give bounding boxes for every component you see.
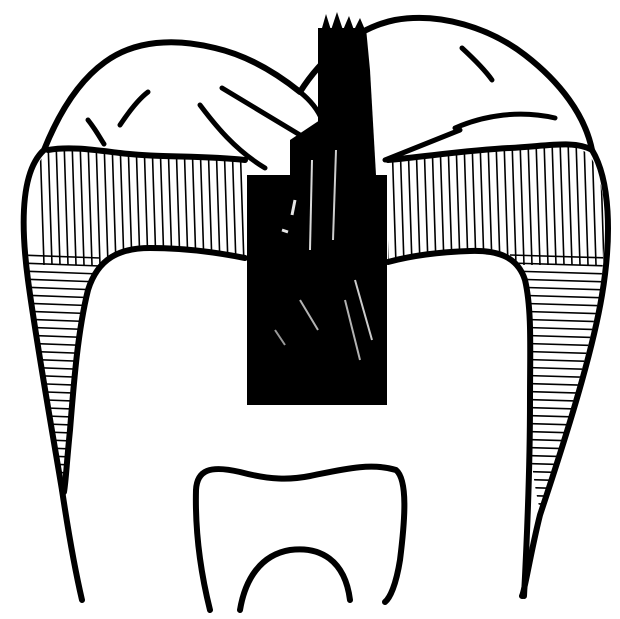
enamel-hatch-line [510,479,610,482]
pulp-chamber [196,467,405,610]
enamel-hatch-line [20,271,100,274]
enamel-hatch-line [520,140,524,265]
enamel-hatch-line [80,140,84,265]
enamel-hatch-line [120,140,124,265]
enamel-hatch-line [510,367,610,370]
enamel-hatch-line [20,399,100,402]
enamel-hatch-line [510,495,610,498]
enamel-hatch-line [510,407,610,410]
enamel-hatch-line [504,140,508,265]
enamel-hatch-line [560,140,564,265]
enamel-hatch-line [488,140,492,265]
enamel-hatch-line [104,140,108,265]
enamel-hatch-line [510,391,610,394]
enamel-hatch-line [510,399,610,402]
enamel-hatch-line [510,383,610,386]
enamel-hatch-line [72,140,76,265]
enamel-hatch-line [20,351,100,354]
enamel-hatch-line [544,140,548,265]
enamel-hatch-line [584,140,588,265]
crown-outline-left-lower [62,490,82,600]
enamel-hatch-line [510,423,610,426]
enamel-hatch-line [510,439,610,442]
enamel-hatch-line [20,407,100,410]
enamel-hatch-line [510,463,610,466]
cusp-mark-left [88,120,104,144]
enamel-hatch-line [568,140,572,265]
enamel-hatch-line [20,511,100,514]
enamel-hatch-line [510,415,610,418]
enamel-hatch-line [510,359,610,362]
enamel-hatch-line [20,439,100,442]
enamel-hatch-line [600,140,604,265]
enamel-hatch-line [510,343,610,346]
cusp-mark-left-2 [120,92,148,125]
enamel-hatch-line [510,431,610,434]
dentin-boundary-left [64,248,245,492]
enamel-hatch-line [432,140,436,265]
enamel-hatch-line [512,140,516,265]
enamel-hatch-line [440,140,444,265]
enamel-hatch-line [20,343,100,346]
enamel-hatch-line [472,140,476,265]
enamel-hatch-line [112,140,116,265]
enamel-hatch-line [20,415,100,418]
enamel-hatch-line [20,335,100,338]
enamel-hatch-line [510,311,610,314]
enamel-hatch-line [480,140,484,265]
enamel-hatch-line [56,140,60,265]
enamel-hatch-line [456,140,460,265]
enamel-hatch-line [20,455,100,458]
enamel-hatch-line [48,140,52,265]
enamel-hatch-line [20,423,100,426]
enamel-hatch-line [510,351,610,354]
enamel-hatch-line [64,140,68,265]
enamel-hatch-line [552,140,556,265]
enamel-hatch-line [448,140,452,265]
enamel-hatch-line [510,263,610,266]
enamel-hatch-line [20,391,100,394]
enamel-hatch-line [20,367,100,370]
pulp-canal [240,549,350,610]
enamel-hatch-line [20,447,100,450]
enamel-hatch-line [40,140,44,265]
enamel-hatch-line [20,431,100,434]
enamel-hatch-line [510,487,610,490]
cusp-fold-right [455,114,555,128]
enamel-hatch-line [20,519,100,522]
enamel-hatch-line [510,303,610,306]
cusp-mark-right [462,48,492,80]
enamel-hatch-line [510,471,610,474]
enamel-hatch-line [536,140,540,265]
enamel-hatch-line [576,140,580,265]
dentin-boundary-right [388,251,530,596]
enamel-hatch-line [128,140,132,265]
enamel-hatch-line [20,383,100,386]
enamel-hatch-line [464,140,468,265]
enamel-hatch-line [20,375,100,378]
enamel-hatch-line [20,503,100,506]
enamel-hatch-line [496,140,500,265]
enamel-top-edge-left [48,148,245,160]
enamel-hatch-line [20,359,100,362]
enamel-hatch-line [528,140,532,265]
enamel-hatch-line [96,140,100,265]
enamel-hatch-line [88,140,92,265]
cusp-fold-left-2 [222,88,300,135]
enamel-hatch-line [510,375,610,378]
